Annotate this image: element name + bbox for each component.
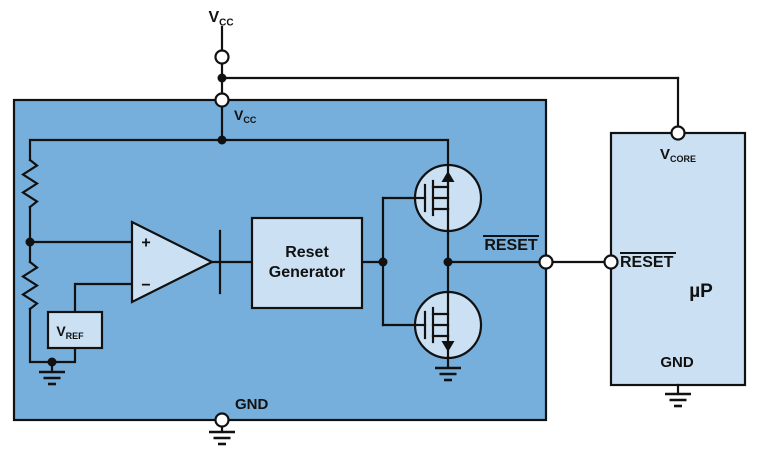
comparator: [130, 220, 215, 304]
reset-output-label: RESET: [484, 237, 538, 254]
vref-block: [46, 310, 104, 350]
reset-generator-label-line1: Reset: [285, 244, 329, 261]
ground-symbol-ic: [209, 430, 235, 446]
junction-dot: [47, 357, 57, 367]
wire: [28, 307, 54, 364]
wire: [28, 138, 224, 162]
vcore-terminal: [670, 125, 686, 141]
junction-dots: [25, 73, 453, 367]
wires: [20, 25, 680, 434]
vcc-supply-label: VCC: [208, 9, 233, 29]
vref-label: VREF: [56, 323, 84, 341]
comparator-plus-label: +: [141, 235, 150, 252]
vcore-label: VCORE: [660, 146, 696, 164]
wire: [73, 282, 134, 314]
vcc-pin-terminal: [214, 92, 230, 108]
junction-dot: [25, 237, 35, 247]
bottom-mosfet-arrow-icon: [441, 341, 455, 352]
vcc-pin-label: VCC: [234, 107, 257, 125]
junction-dot: [378, 257, 388, 267]
vcc-supply-terminal: [214, 49, 230, 65]
resistor-r1: [20, 158, 40, 209]
wire: [220, 138, 450, 168]
resistor-r2: [20, 260, 40, 311]
junction-dot: [443, 257, 453, 267]
reset-input-label: RESET: [620, 254, 674, 271]
top-mosfet-arrow-icon: [441, 171, 455, 182]
junction-dot: [217, 135, 227, 145]
gnd-mcu-label: GND: [660, 354, 694, 371]
reset-generator-block: [250, 216, 364, 310]
gnd-pin-label: GND: [235, 396, 269, 413]
reset-output-terminal: [538, 254, 554, 270]
mcu-box: [609, 131, 747, 387]
terminals: [214, 49, 686, 428]
reset-generator-label-line2: Generator: [269, 264, 345, 281]
wire: [50, 346, 77, 364]
reset-input-terminal: [603, 254, 619, 270]
comparator-minus-label: −: [141, 277, 150, 294]
mcu-label: µP: [689, 281, 713, 302]
junction-dot: [217, 73, 227, 83]
ground-symbol-mcu: [665, 392, 691, 408]
top-mosfet: [413, 163, 483, 233]
gnd-pin-terminal: [214, 412, 230, 428]
bottom-mosfet: [413, 290, 483, 360]
ground-symbol-vref: [39, 370, 65, 386]
ground-symbol-mosfet: [435, 366, 461, 382]
